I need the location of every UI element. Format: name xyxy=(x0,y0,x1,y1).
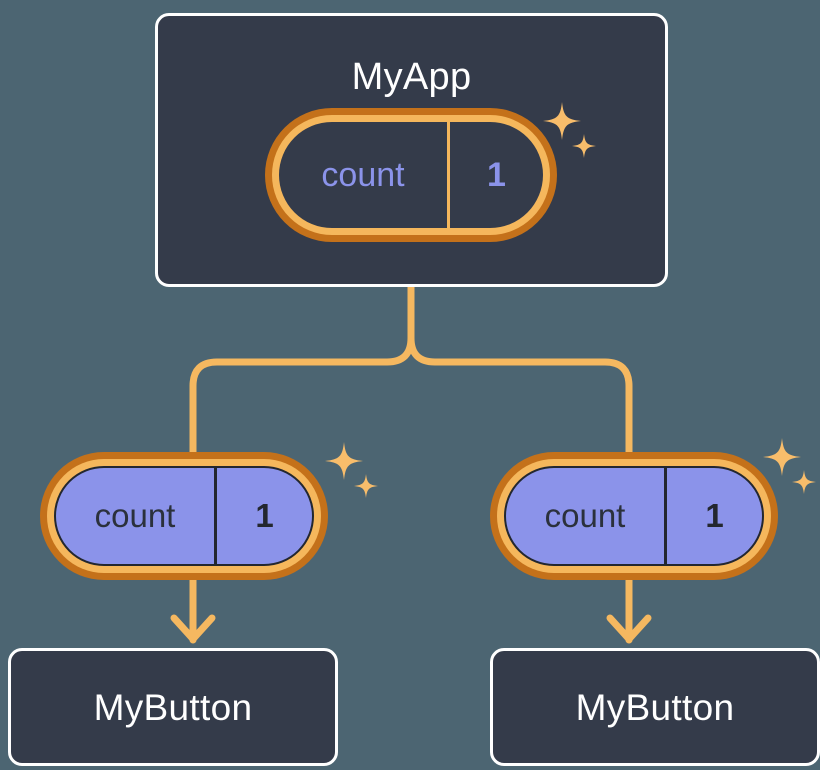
pill-inner-ring: count 1 xyxy=(47,459,321,573)
component-card-mybutton-right[interactable]: MyButton xyxy=(490,648,820,766)
prop-pill-right[interactable]: count 1 xyxy=(490,452,778,580)
pill-body: count 1 xyxy=(54,466,314,566)
prop-pill-left[interactable]: count 1 xyxy=(40,452,328,580)
state-value-label: 1 xyxy=(447,122,543,228)
component-card-mybutton-left[interactable]: MyButton xyxy=(8,648,338,766)
prop-key-label: count xyxy=(94,497,176,534)
page-title: MyApp xyxy=(351,56,472,98)
sparkle-star-large xyxy=(325,442,363,480)
state-pill-myapp[interactable]: count 1 xyxy=(265,108,557,242)
component-name-label: MyButton xyxy=(93,687,253,728)
sparkle-star-large xyxy=(763,438,801,476)
prop-value-label: 1 xyxy=(214,468,312,564)
pill-body: count 1 xyxy=(279,122,543,228)
prop-value-label: 1 xyxy=(664,468,762,564)
sparkle-group-left xyxy=(318,440,380,515)
state-key-label: count xyxy=(321,155,405,194)
pill-inner-ring: count 1 xyxy=(497,459,771,573)
pill-body: count 1 xyxy=(504,466,764,566)
component-name-label: MyButton xyxy=(575,687,735,728)
sparkle-star-small xyxy=(354,474,378,498)
prop-key-label: count xyxy=(544,497,626,534)
pill-inner-ring: count 1 xyxy=(272,115,550,235)
sparkle-star-small xyxy=(792,470,816,494)
